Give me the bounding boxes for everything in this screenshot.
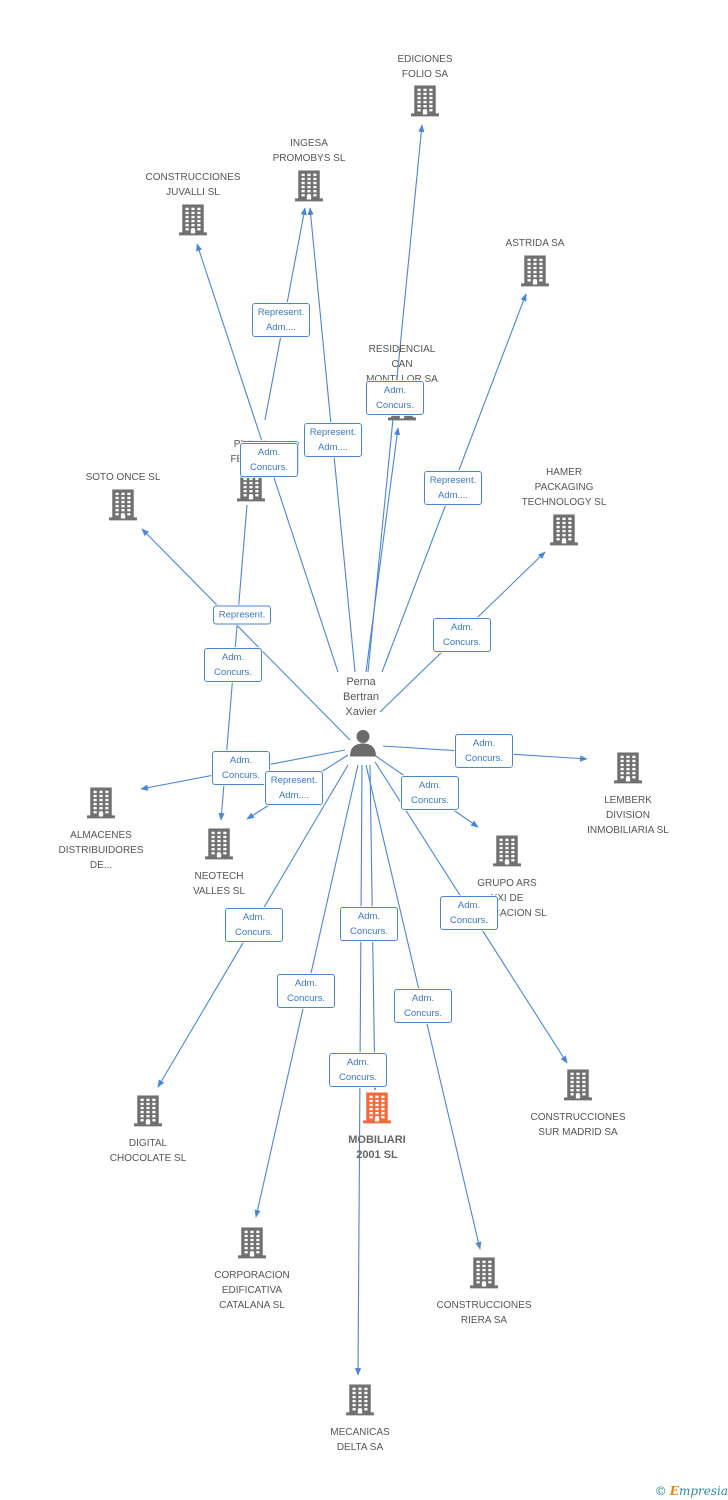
building-icon[interactable] <box>614 751 642 788</box>
company-label-hamer-packaging[interactable]: HAMER PACKAGING TECHNOLOGY SL <box>521 467 607 508</box>
relation-label-soto-once[interactable]: Represent. <box>213 605 271 625</box>
relation-edge-soto-once <box>141 528 351 741</box>
building-icon[interactable] <box>363 1091 391 1128</box>
relation-label-construcciones-juvalli[interactable]: Adm. Concurs. <box>240 443 298 477</box>
building-icon[interactable] <box>411 84 439 121</box>
relation-label-hamer-packaging[interactable]: Adm. Concurs. <box>433 618 491 652</box>
company-label-ediciones-folio[interactable]: EDICIONES FOLIO SA <box>397 54 453 80</box>
relation-label-ingesa-promobys[interactable]: Represent. Adm.... <box>252 303 310 337</box>
company-label-construcciones-juvalli[interactable]: CONSTRUCCIONES JUVALLI SL <box>145 172 241 198</box>
relation-label-corporacion-edificativa[interactable]: Adm. Concurs. <box>277 974 335 1008</box>
copyright-icon: © <box>654 1484 667 1498</box>
empresia-watermark[interactable]: ©Empresia <box>654 1484 728 1498</box>
building-icon[interactable] <box>238 1226 266 1263</box>
relation-label-astrida[interactable]: Represent. Adm.... <box>424 471 482 505</box>
building-icon[interactable] <box>564 1068 592 1105</box>
company-label-corporacion-edificativa[interactable]: CORPORACION EDIFICATIVA CATALANA SL <box>214 1270 290 1311</box>
relation-label-construcciones-riera[interactable]: Adm. Concurs. <box>394 989 452 1023</box>
company-label-residencial-can-montllor[interactable]: RESIDENCIAL CAN MONTLLOR SA <box>366 344 438 385</box>
company-label-astrida[interactable]: ASTRIDA SA <box>505 238 565 249</box>
company-label-ingesa-promobys[interactable]: INGESA PROMOBYS SL <box>272 138 346 164</box>
relation-label-residencial-can-montllor[interactable]: Adm. Concurs. <box>366 381 424 415</box>
relation-label-neotech-valles[interactable]: Represent. Adm.... <box>265 771 323 805</box>
building-icon[interactable] <box>109 488 137 525</box>
building-icon[interactable] <box>134 1094 162 1131</box>
building-icon[interactable] <box>205 827 233 864</box>
company-label-mobiliari-2001[interactable]: MOBILIARI 2001 SL <box>348 1134 406 1161</box>
relation-label-almacenes-distribuidores[interactable]: Adm. Concurs. <box>212 751 270 785</box>
building-icon[interactable] <box>521 254 549 291</box>
company-label-construcciones-riera[interactable]: CONSTRUCCIONES RIERA SA <box>436 1300 532 1326</box>
company-label-mecanicas-delta[interactable]: MECANICAS DELTA SA <box>330 1427 390 1453</box>
person-name-label[interactable]: Perna Bertran Xavier <box>342 675 380 720</box>
relation-label-neotech-valles[interactable]: Adm. Concurs. <box>204 648 262 682</box>
company-label-lemberk-division[interactable]: LEMBERK DIVISION INMOBILIARIA SL <box>587 795 669 836</box>
relation-label-grupo-ars[interactable]: Adm. Concurs. <box>401 776 459 810</box>
building-icon[interactable] <box>470 1256 498 1293</box>
relation-label-mecanicas-delta[interactable]: Adm. Concurs. <box>340 907 398 941</box>
person-icon[interactable] <box>348 729 378 762</box>
relation-edge-residencial-can-montllor <box>365 427 401 673</box>
building-icon[interactable] <box>550 513 578 550</box>
company-label-almacenes-distribuidores[interactable]: ALMACENES DISTRIBUIDORES DE... <box>58 830 144 871</box>
building-icon[interactable] <box>346 1383 374 1420</box>
relation-label-construcciones-sur-madrid[interactable]: Adm. Concurs. <box>440 896 498 930</box>
relation-label-digital-chocolate[interactable]: Adm. Concurs. <box>225 908 283 942</box>
relation-label-ediciones-folio[interactable]: Represent. Adm.... <box>304 423 362 457</box>
company-label-neotech-valles[interactable]: NEOTECH VALLES SL <box>192 871 246 897</box>
building-icon[interactable] <box>179 203 207 240</box>
relation-label-mobiliari-2001[interactable]: Adm. Concurs. <box>329 1053 387 1087</box>
building-icon[interactable] <box>295 169 323 206</box>
company-label-grupo-ars[interactable]: GRUPO ARS XXI DE EDIFICACION SL <box>467 878 547 919</box>
company-label-soto-once[interactable]: SOTO ONCE SL <box>85 472 161 483</box>
building-icon[interactable] <box>87 786 115 823</box>
company-label-construcciones-sur-madrid[interactable]: CONSTRUCCIONES SUR MADRID SA <box>530 1112 626 1138</box>
building-icon[interactable] <box>493 834 521 871</box>
company-label-digital-chocolate[interactable]: DIGITAL CHOCOLATE SL <box>109 1138 187 1164</box>
relation-label-lemberk-division[interactable]: Adm. Concurs. <box>455 734 513 768</box>
